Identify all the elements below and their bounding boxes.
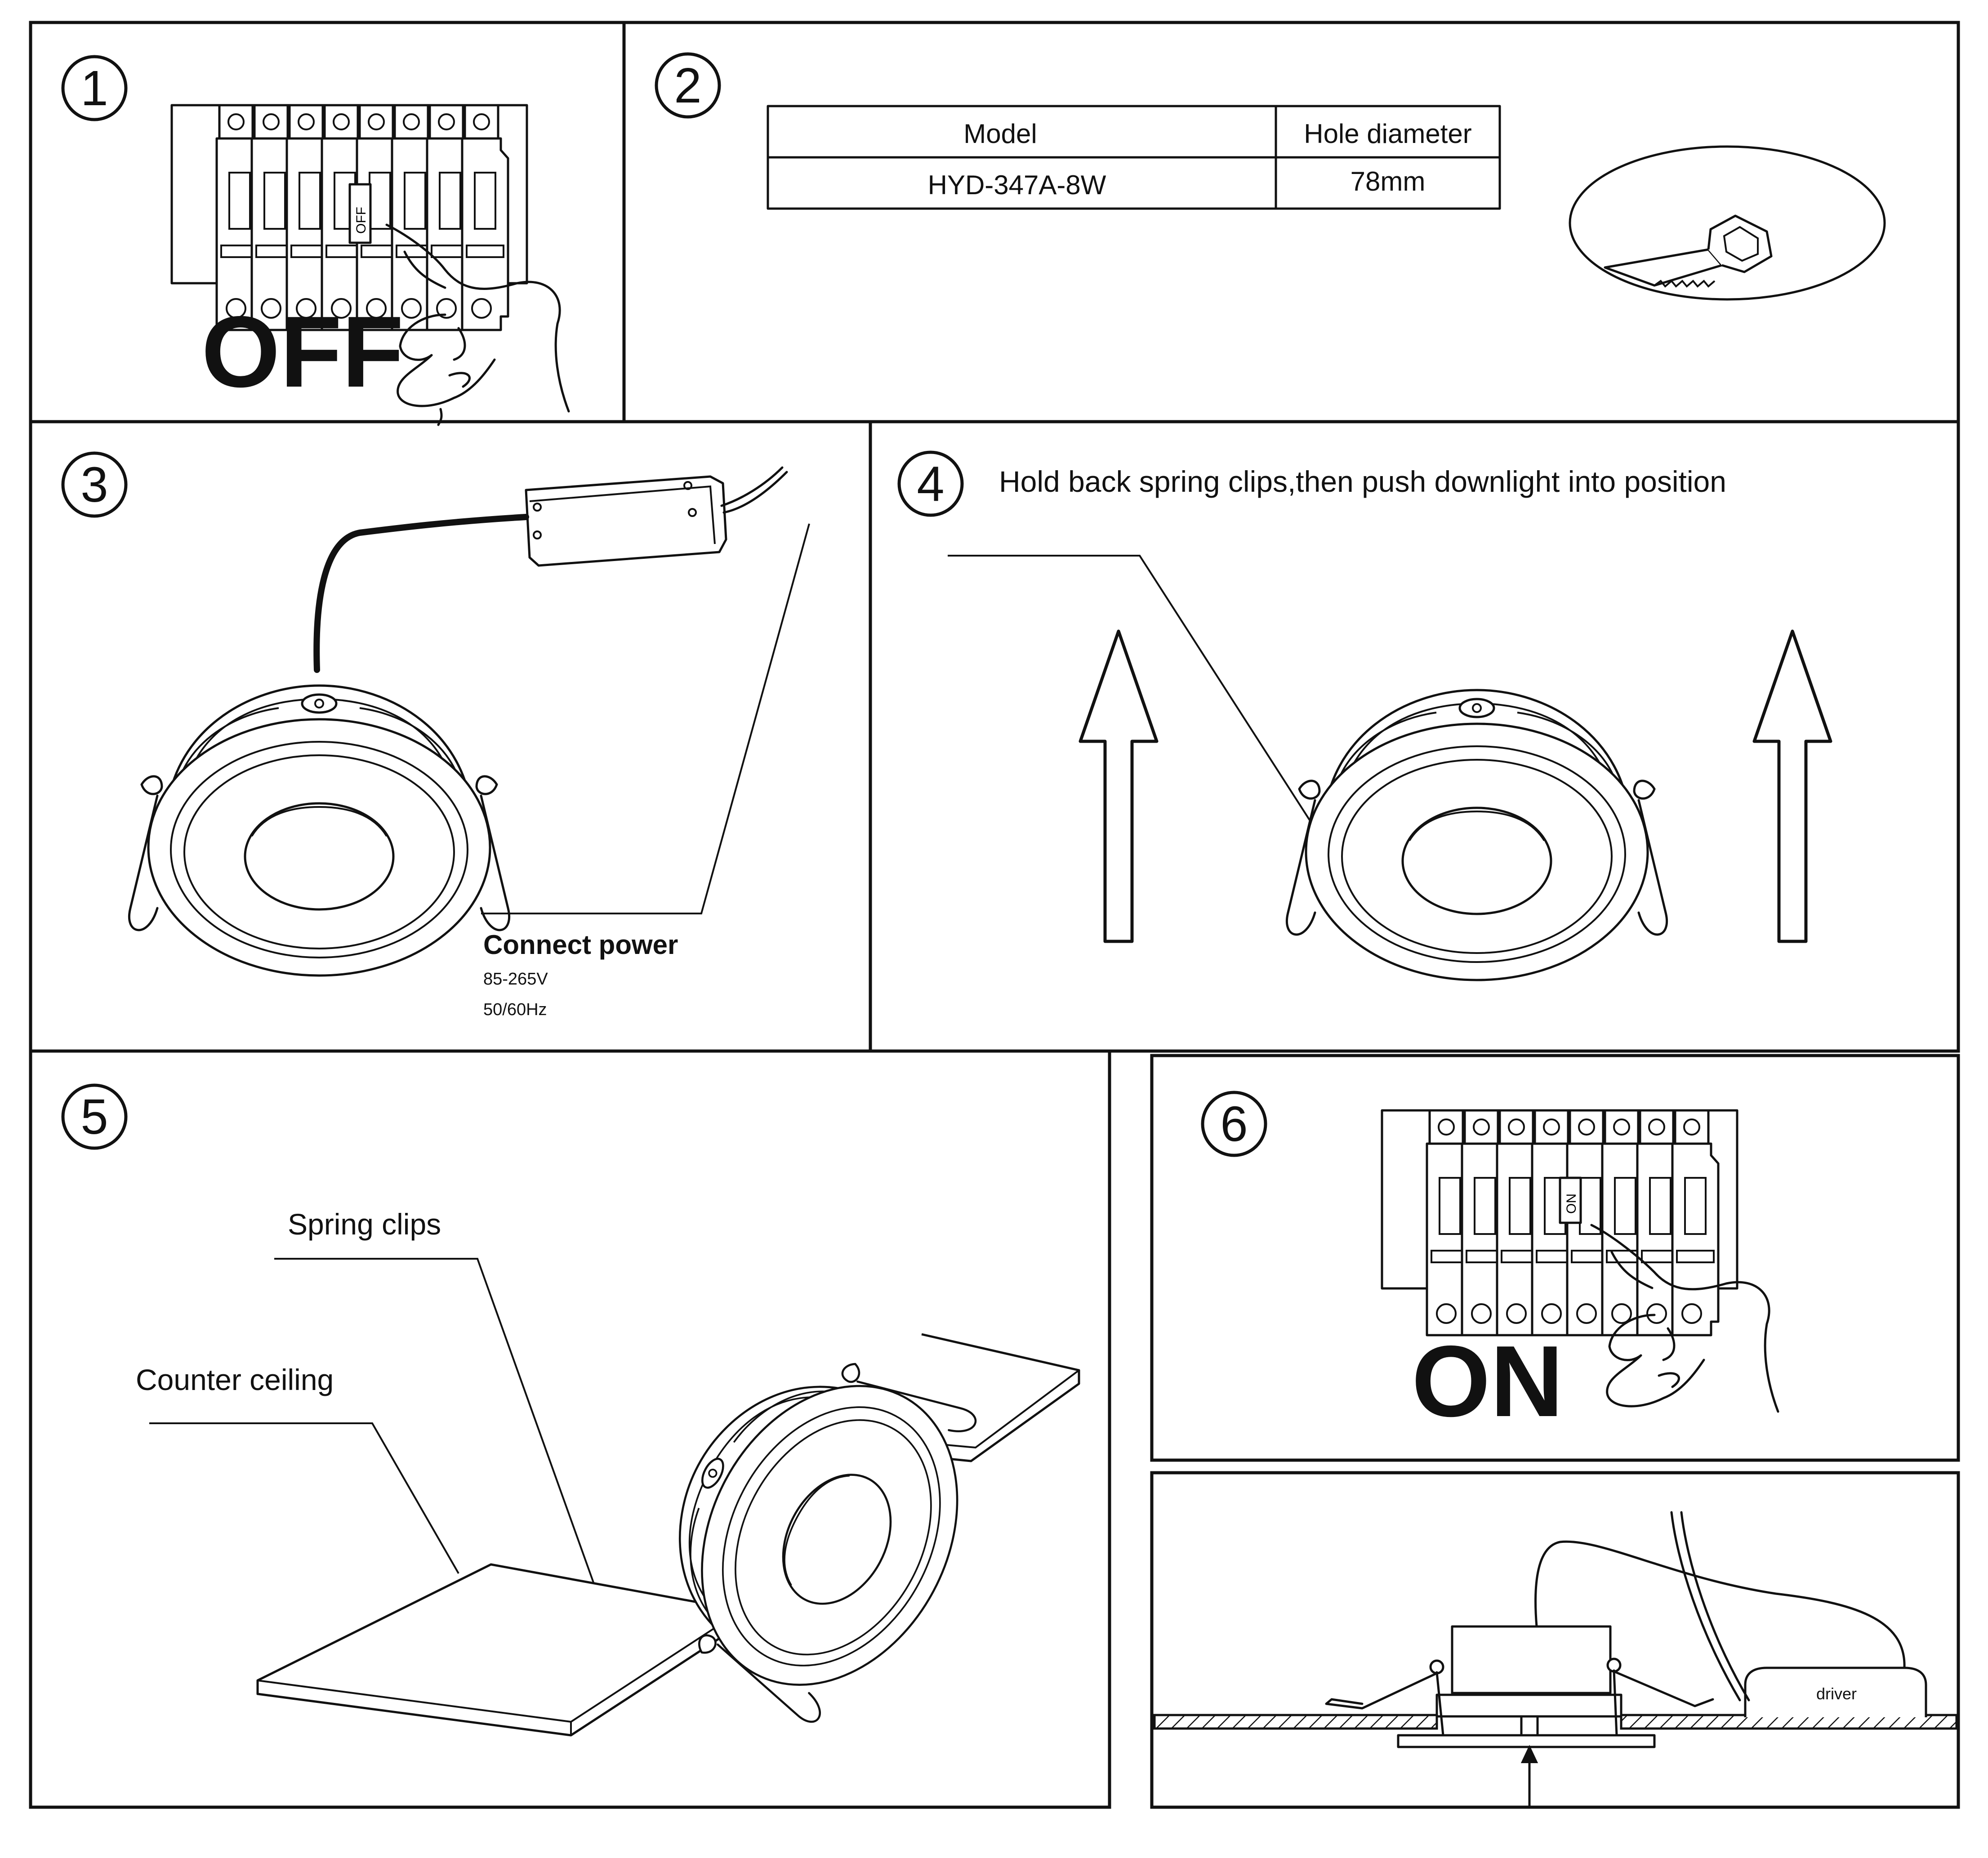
spring-clips-label: Spring clips [288,1207,441,1241]
svg-text:6: 6 [1220,1096,1248,1152]
breaker-panel-icon: ON [1381,1109,1738,1335]
step-5-panel: 5 Spring clips Counter ceiling [29,1049,1111,1809]
spring-clips-leader [274,1258,594,1583]
clip-leader-line [948,555,1314,826]
section-view-panel: driver [1150,1471,1960,1809]
step-4-number: 4 [897,450,964,517]
step-5-frame [29,1049,1111,1809]
off-switch-label: OFF [354,207,369,234]
mains-cable [1680,1511,1750,1702]
step-4-panel: 4 Hold back spring clips,then push downl… [869,420,1960,1053]
step-3-number: 3 [61,451,128,518]
step-1-panel: 1 OFF OFF [29,21,626,426]
driver-icon [525,466,788,567]
push-up-arrow-icon [1520,1745,1538,1808]
up-arrow-icon [1754,631,1831,941]
step-4-instruction: Hold back spring clips,then push downlig… [999,465,1726,498]
table-cell-model-value: HYD-347A-8W [928,170,1106,200]
driver-cable [1534,1540,1906,1669]
driver-label: driver [1816,1684,1857,1703]
step-4-frame [869,420,1960,1053]
step-6-number: 6 [1201,1091,1267,1157]
table-header-model: Model [963,119,1037,149]
section-view-frame [1150,1471,1960,1809]
step-6-frame [1150,1054,1960,1462]
frequency-spec: 50/60Hz [483,1000,547,1019]
connect-power-title: Connect power [483,930,678,960]
off-label: OFF [201,295,404,408]
downlight-section-icon [1325,1625,1714,1748]
on-label: ON [1412,1324,1564,1438]
mains-cable [1670,1511,1741,1702]
downlight-icon [1287,690,1667,980]
on-switch-label: ON [1564,1194,1579,1214]
svg-text:4: 4 [917,456,944,512]
up-arrow-icon [1080,631,1157,941]
step-1-number: 1 [61,55,128,121]
step-5-number: 5 [61,1083,128,1150]
svg-text:3: 3 [80,457,108,512]
connect-leader-line [481,523,810,914]
step-6-panel: 6 ON ON [1150,1054,1960,1462]
svg-text:1: 1 [80,61,108,116]
table-header-hole-diameter: Hole diameter [1304,119,1472,149]
power-cable [313,514,529,673]
step-2-number: 2 [655,52,721,119]
hand-icon [1590,1224,1779,1413]
downlight-icon [129,686,509,976]
table-cell-hole-value: 78mm [1351,166,1426,196]
svg-text:5: 5 [80,1089,108,1145]
saw-icon [1569,145,1886,301]
ceiling-panel-icon [921,1333,1080,1462]
ceiling-panel-icon [256,1563,743,1737]
model-table: Model Hole diameter HYD-347A-8W 78mm [767,105,1501,210]
hand-icon [385,223,570,426]
driver-section-icon: driver [1744,1666,1927,1717]
counter-ceiling-leader [149,1422,459,1574]
step-3-panel: 3 Connect power 85-265V 50/60Hz [29,420,872,1053]
step-2-panel: 2 Model Hole diameter HYD-347A-8W 78mm [622,21,1960,423]
svg-text:2: 2 [674,58,701,113]
step-3-frame [29,420,872,1053]
voltage-spec: 85-265V [483,970,548,989]
breaker-panel-icon: OFF [170,104,528,330]
counter-ceiling-label: Counter ceiling [136,1363,334,1396]
